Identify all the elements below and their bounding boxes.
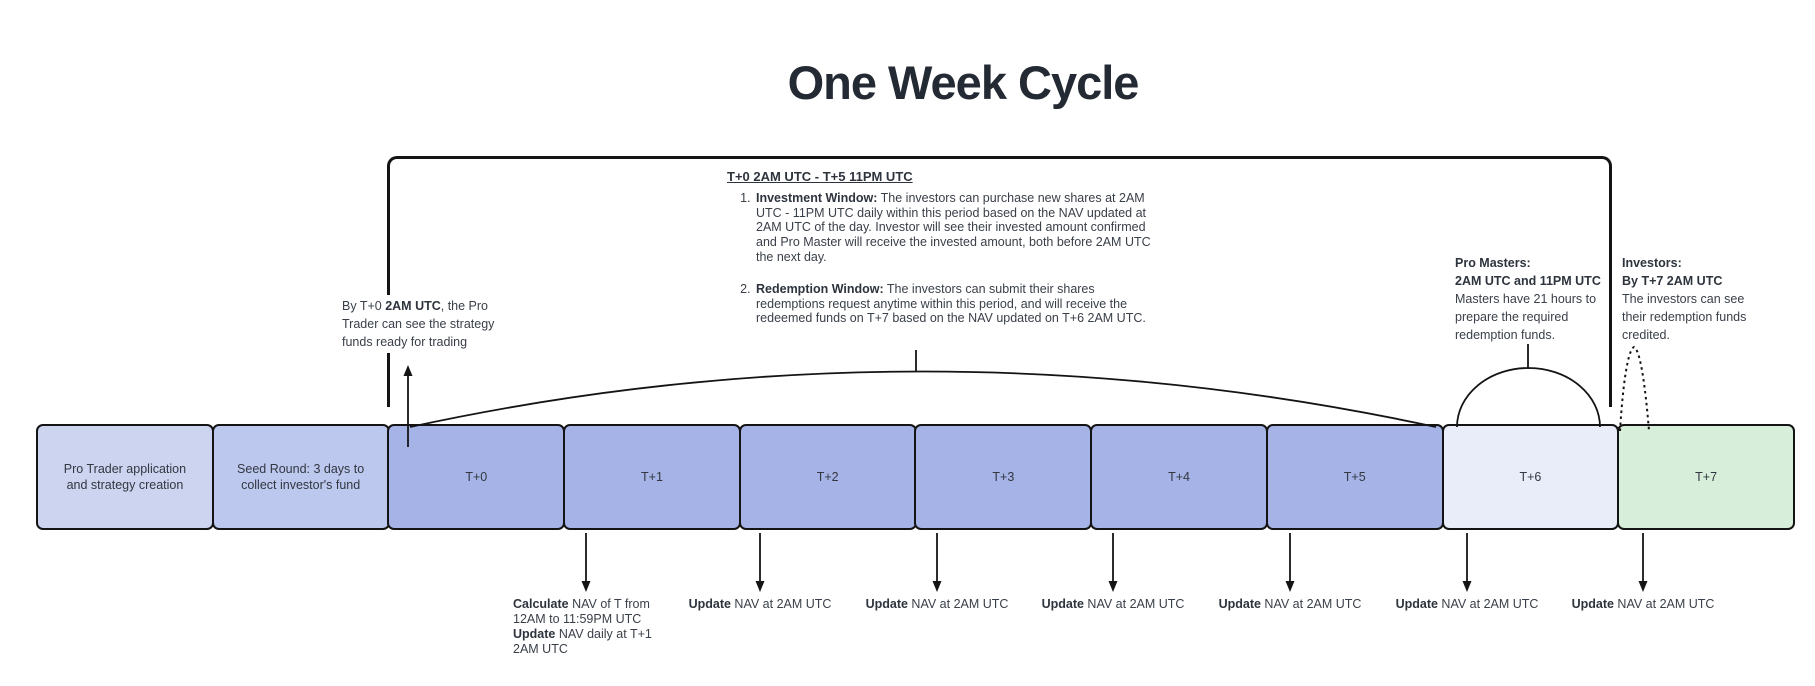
timeline-box-label: T+5 bbox=[1343, 470, 1366, 484]
nav-update-annotation: Update NAV at 2AM UTC bbox=[866, 597, 1009, 612]
window-note-list: Investment Window: The investors can pur… bbox=[727, 191, 1151, 326]
timeline-box-pro-trader-application-and-strategy-creation: Pro Trader application and strategy crea… bbox=[36, 424, 214, 530]
nav-update-annotation: Update NAV at 2AM UTC bbox=[1042, 597, 1185, 612]
timeline-box-t+2: T+2 bbox=[738, 424, 917, 530]
investors-note: Investors: By T+7 2AM UTC The investors ca… bbox=[1622, 254, 1764, 344]
timeline-box-seed-round-3-days-to-collect-investor-s-fund: Seed Round: 3 days to collect investor's… bbox=[211, 424, 390, 530]
timeline-box-label: T+2 bbox=[816, 470, 839, 484]
window-note-item: Investment Window: The investors can pur… bbox=[754, 191, 1151, 265]
nav-update-annotation-line: Calculate NAV of T from 12AM to 11:59PM … bbox=[513, 597, 650, 626]
nav-update-arrowhead-icon bbox=[1285, 581, 1295, 592]
nav-update-arrowhead-icon bbox=[1108, 581, 1118, 592]
timeline-box-label: T+1 bbox=[641, 470, 663, 484]
trading-window-note: T+0 2AM UTC - T+5 11PM UTC Investment Wi… bbox=[727, 169, 1151, 343]
timeline-box-t+5: T+5 bbox=[1265, 424, 1444, 530]
nav-update-arrowhead-icon bbox=[755, 581, 765, 592]
timeline-box-label: Seed Round: 3 days to collect investor's… bbox=[237, 462, 365, 492]
pro-masters-note-line: Pro Masters: bbox=[1455, 256, 1531, 270]
nav-update-annotation: Update NAV at 2AM UTC bbox=[1396, 597, 1539, 612]
timeline-box-t+3: T+3 bbox=[914, 424, 1093, 530]
timeline-row: Pro Trader application and strategy crea… bbox=[36, 424, 1796, 530]
diagram-title: One Week Cycle bbox=[787, 56, 1140, 109]
window-note-item: Redemption Window: The investors can sub… bbox=[754, 282, 1151, 326]
nav-update-annotation: Update NAV at 2AM UTC bbox=[1572, 597, 1715, 612]
pro-masters-note-line: Masters have 21 hours to prepare the req… bbox=[1455, 292, 1597, 342]
timeline-box-t+6: T+6 bbox=[1441, 424, 1620, 530]
pro-masters-note: Pro Masters: 2AM UTC and 11PM UTC Masters … bbox=[1455, 254, 1609, 344]
nav-update-annotation-line: Update NAV at 2AM UTC bbox=[1571, 597, 1715, 611]
nav-update-arrowhead-icon bbox=[932, 581, 942, 592]
trading-window-bracket bbox=[387, 156, 1612, 407]
timeline-box-label: T+6 bbox=[1519, 470, 1542, 484]
nav-update-annotation: Calculate NAV of T from 12AM to 11:59PM … bbox=[513, 597, 677, 657]
timeline-box-t+4: T+4 bbox=[1090, 424, 1268, 530]
timeline-box-t+7: T+7 bbox=[1617, 424, 1796, 530]
nav-update-annotation-line: Update NAV at 2AM UTC bbox=[1395, 597, 1539, 611]
timeline-box-label: T+4 bbox=[1168, 470, 1190, 484]
pro-masters-note-line: 2AM UTC and 11PM UTC bbox=[1455, 274, 1601, 288]
timeline-box-t+1: T+1 bbox=[563, 424, 741, 530]
nav-update-arrowhead-icon bbox=[581, 581, 591, 592]
timeline-box-label: T+3 bbox=[992, 470, 1015, 484]
investors-note-line: By T+7 2AM UTC bbox=[1622, 274, 1723, 288]
nav-update-annotation-line: Update NAV daily at T+1 2AM UTC bbox=[513, 627, 652, 656]
timeline-box-t+0: T+0 bbox=[387, 424, 566, 530]
nav-update-annotation: Update NAV at 2AM UTC bbox=[1219, 597, 1362, 612]
nav-update-arrowhead-icon bbox=[1638, 581, 1648, 592]
investors-credit-dotted-arc bbox=[1619, 345, 1650, 432]
timeline-box-label: Pro Trader application and strategy crea… bbox=[63, 462, 187, 492]
nav-update-annotation-line: Update NAV at 2AM UTC bbox=[1041, 597, 1185, 611]
nav-update-arrows bbox=[581, 533, 1648, 592]
pro-trader-note: By T+0 2AM UTC, the Pro Trader can see t… bbox=[342, 295, 514, 353]
window-note-heading: T+0 2AM UTC - T+5 11PM UTC bbox=[727, 169, 913, 184]
timeline-box-label: T+7 bbox=[1695, 470, 1718, 484]
timeline-box-label: T+0 bbox=[465, 470, 488, 484]
nav-update-annotation: Update NAV at 2AM UTC bbox=[689, 597, 832, 612]
investors-note-line: Investors: bbox=[1622, 256, 1682, 270]
nav-update-arrowhead-icon bbox=[1462, 581, 1472, 592]
nav-update-annotation-line: Update NAV at 2AM UTC bbox=[1218, 597, 1362, 611]
nav-update-annotation-line: Update NAV at 2AM UTC bbox=[865, 597, 1009, 611]
investors-note-line: The investors can see their redemption f… bbox=[1622, 292, 1747, 342]
nav-update-annotation-line: Update NAV at 2AM UTC bbox=[688, 597, 832, 611]
